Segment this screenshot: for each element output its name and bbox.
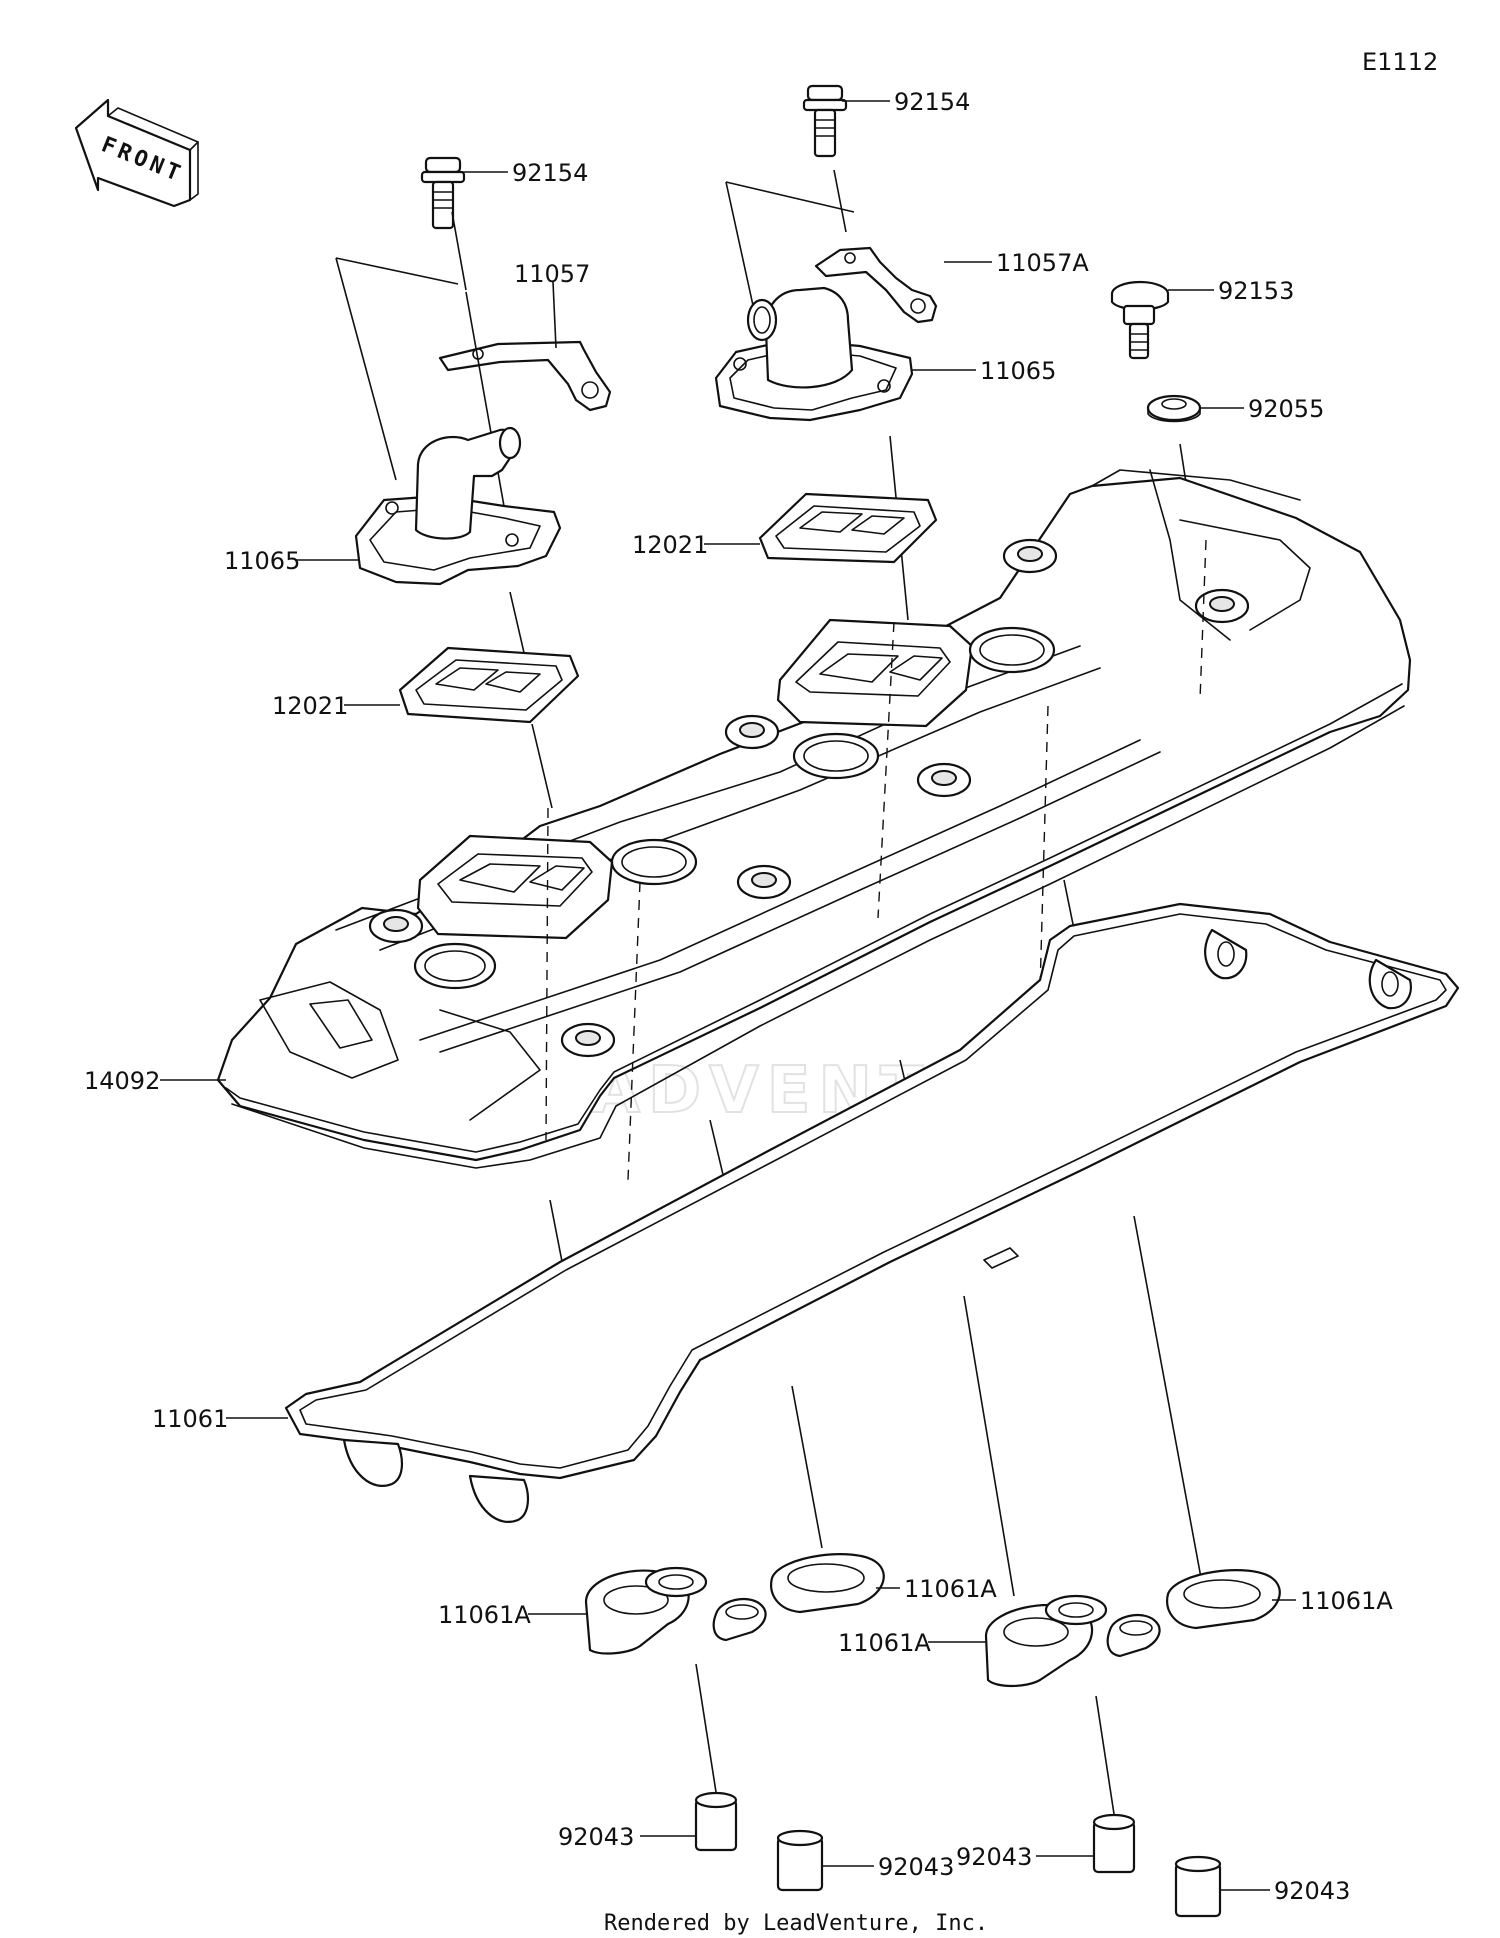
seal-group-1 — [584, 1566, 708, 1655]
callout-92154-left: 92154 — [512, 159, 588, 187]
breather-cover-right — [714, 286, 914, 422]
callout-11065-right: 11065 — [980, 357, 1056, 385]
seal-group-4 — [1106, 1569, 1281, 1658]
callout-11061A-2: 11061A — [904, 1575, 997, 1603]
callout-12021-right: 12021 — [632, 531, 708, 559]
callout-92043-3: 92043 — [956, 1843, 1032, 1871]
callout-92043-4: 92043 — [1274, 1877, 1350, 1905]
callout-14092: 14092 — [84, 1067, 160, 1095]
reed-plate-left — [398, 646, 580, 724]
callout-92043-2: 92043 — [878, 1853, 954, 1881]
seal-group-2 — [712, 1553, 885, 1642]
reed-plate-right — [758, 492, 938, 564]
callout-92055: 92055 — [1248, 395, 1324, 423]
callout-11061: 11061 — [152, 1405, 228, 1433]
callout-11057: 11057 — [514, 260, 590, 288]
grommet-92055 — [1146, 394, 1202, 423]
seal-group-3 — [984, 1594, 1108, 1688]
bolt-92153 — [1110, 280, 1170, 360]
bracket-11057A — [814, 246, 938, 324]
callout-92043-1: 92043 — [558, 1823, 634, 1851]
diagram-id: E1112 — [1362, 48, 1438, 76]
collar-4 — [1174, 1855, 1222, 1918]
callout-11061A-4: 11061A — [1300, 1587, 1393, 1615]
callout-12021-left: 12021 — [272, 692, 348, 720]
collar-3 — [1092, 1813, 1136, 1874]
front-arrow-icon: FRONT — [74, 98, 199, 208]
collar-2 — [776, 1829, 824, 1892]
callout-11061A-1: 11061A — [438, 1601, 531, 1629]
breather-cover-left — [354, 426, 562, 586]
gasket-11061 — [284, 902, 1460, 1523]
callout-11065-left: 11065 — [224, 547, 300, 575]
callout-11057A: 11057A — [996, 249, 1089, 277]
bolt-left — [420, 156, 466, 230]
callout-92153: 92153 — [1218, 277, 1294, 305]
cylinder-head-cover — [216, 469, 1412, 1169]
callout-11061A-3: 11061A — [838, 1629, 931, 1657]
collar-1 — [694, 1791, 738, 1852]
bracket-11057 — [438, 340, 612, 412]
footer-credit: Rendered by LeadVenture, Inc. — [604, 1911, 988, 1936]
callout-92154-right: 92154 — [894, 88, 970, 116]
bolt-right — [802, 84, 848, 158]
